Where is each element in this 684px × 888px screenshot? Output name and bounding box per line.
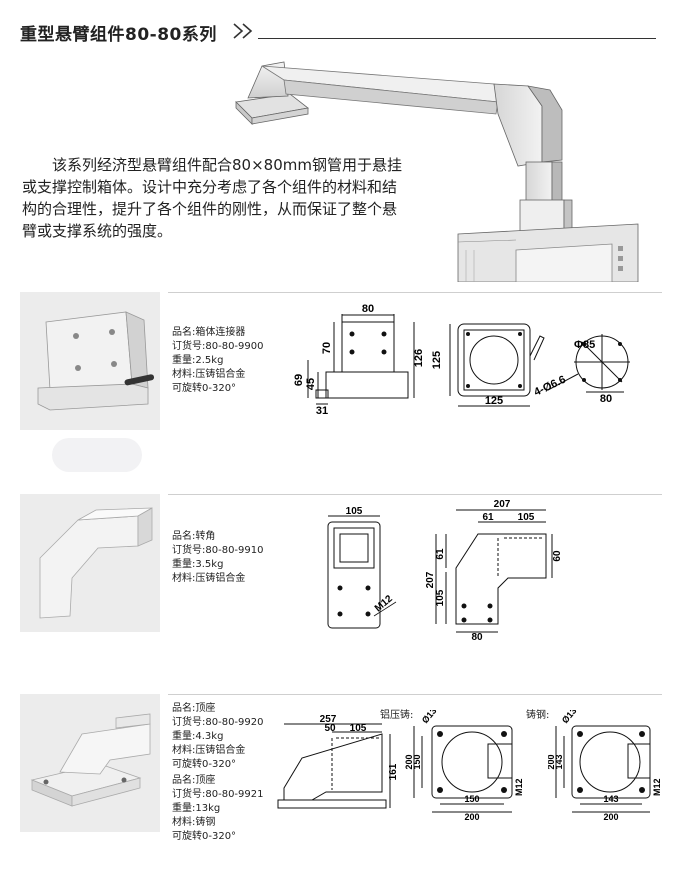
product-info-corner: 品名:转角 订货号:80-80-9910 重量:3.5kg 材料:压铸铝合金 bbox=[172, 531, 264, 584]
dim-label: 143 bbox=[603, 794, 618, 804]
drawing-top-seat-side: 257 50 105 161 bbox=[277, 714, 398, 809]
dim-label: 200 bbox=[404, 754, 414, 769]
cantilever-arm-illustration bbox=[235, 61, 639, 282]
product-info-box-connector: 品名:箱体连接器 订货号:80-80-9900 重量:2.5kg 材料:压铸铝合… bbox=[172, 327, 264, 394]
dim-label: 105 bbox=[346, 506, 363, 517]
dim-label: 125 bbox=[431, 351, 443, 369]
section-divider bbox=[168, 694, 662, 695]
dim-label: 69 bbox=[293, 374, 305, 386]
section-divider bbox=[168, 494, 662, 495]
dim-label: 60 bbox=[552, 550, 563, 562]
dim-label: 125 bbox=[485, 395, 503, 407]
dim-label: 31 bbox=[316, 405, 328, 417]
dim-label: 143 bbox=[554, 754, 564, 769]
dim-label: M12 bbox=[652, 778, 662, 796]
dim-label: 80 bbox=[471, 632, 483, 642]
dim-label: Φ85 bbox=[574, 339, 595, 351]
drawing-box-connector-front: 80 70 126 45 69 31 bbox=[293, 303, 424, 417]
product-photo-corner bbox=[20, 494, 160, 632]
dim-label: 105 bbox=[435, 589, 446, 606]
dim-label: 150 bbox=[412, 754, 422, 769]
drawing-top-seat-steel: Ø13 200 143 143 200 M12 bbox=[548, 710, 662, 822]
dim-label: Ø13 bbox=[560, 710, 579, 725]
page-title: 重型悬臂组件80-80系列 bbox=[20, 25, 217, 45]
dim-label: 200 bbox=[548, 754, 556, 769]
dim-label: 200 bbox=[603, 812, 618, 822]
drawing-corner-front: 105 M12 bbox=[327, 506, 397, 629]
product-photo-top-seat bbox=[20, 694, 160, 832]
dim-label: 200 bbox=[464, 812, 479, 822]
dim-label: 207 bbox=[426, 571, 436, 588]
dim-label: 207 bbox=[494, 499, 511, 510]
intro-paragraph: 该系列经济型悬臂组件配合80×80mm钢管用于悬挂或支撑控制箱体。设计中充分考虑… bbox=[22, 156, 402, 240]
dim-label: 61 bbox=[435, 548, 446, 560]
dim-label: M12 bbox=[514, 778, 524, 796]
dim-label: 126 bbox=[413, 349, 424, 367]
placeholder-pill bbox=[52, 438, 142, 472]
product-info-top-seat-steel: 品名:顶座 订货号:80-80-9921 重量:13kg 材料:铸钢 可旋转0-… bbox=[172, 775, 264, 842]
dim-label: 105 bbox=[518, 512, 535, 523]
dim-label: 80 bbox=[362, 303, 374, 315]
product-info-top-seat-alu: 品名:顶座 订货号:80-80-9920 重量:4.3kg 材料:压铸铝合金 可… bbox=[172, 703, 264, 770]
variant-label-steel: 铸钢: bbox=[526, 710, 550, 721]
drawing-top-seat-alu: Ø13 200 150 150 200 M12 bbox=[404, 710, 524, 822]
variant-label-alu: 铝压铸: bbox=[380, 710, 414, 721]
drawing-corner-side: 207 61 105 60 207 61 105 80 bbox=[426, 499, 563, 642]
dim-label: Ø13 bbox=[420, 710, 439, 725]
dim-label: 61 bbox=[482, 512, 494, 523]
dim-label: 105 bbox=[350, 723, 367, 734]
dim-label: 4-Ø6.6 bbox=[532, 374, 568, 399]
section-divider bbox=[168, 292, 662, 293]
chevron-right-icon bbox=[233, 23, 253, 39]
dim-label: 257 bbox=[320, 714, 337, 725]
dim-label: 161 bbox=[388, 763, 398, 780]
product-photo-box-connector bbox=[20, 292, 160, 430]
dim-label: 45 bbox=[305, 378, 317, 390]
dim-label: 150 bbox=[464, 794, 479, 804]
dim-label: 80 bbox=[600, 393, 612, 405]
title-rule bbox=[258, 38, 656, 39]
dim-label: 70 bbox=[321, 342, 333, 354]
dim-label: 50 bbox=[324, 723, 336, 734]
dim-label: M12 bbox=[373, 593, 395, 614]
drawing-box-connector-top: 125 125 Φ85 4-Ø6.6 80 bbox=[431, 323, 630, 407]
